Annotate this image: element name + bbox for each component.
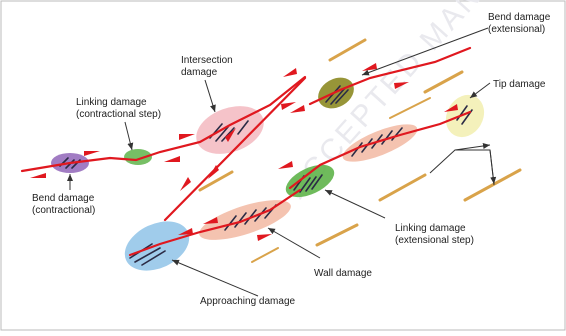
label-approaching: Approaching damage [200, 296, 296, 307]
label-bend-extensional-2: (extensional) [488, 24, 545, 35]
label-linking-contractional-2: (contractional step) [76, 109, 161, 120]
label-intersection-1: Intersection [181, 55, 233, 66]
label-intersection-2: damage [181, 67, 218, 78]
label-linking-extensional-2: (extensional step) [395, 235, 474, 246]
label-bend-contractional-2: (contractional) [32, 205, 95, 216]
label-bend-extensional-1: Bend damage [488, 12, 551, 23]
label-wall: Wall damage [314, 268, 372, 279]
label-linking-extensional-1: Linking damage [395, 223, 466, 234]
label-linking-contractional-1: Linking damage [76, 97, 147, 108]
label-bend-contractional-1: Bend damage [32, 193, 95, 204]
label-tip: Tip damage [493, 79, 546, 90]
